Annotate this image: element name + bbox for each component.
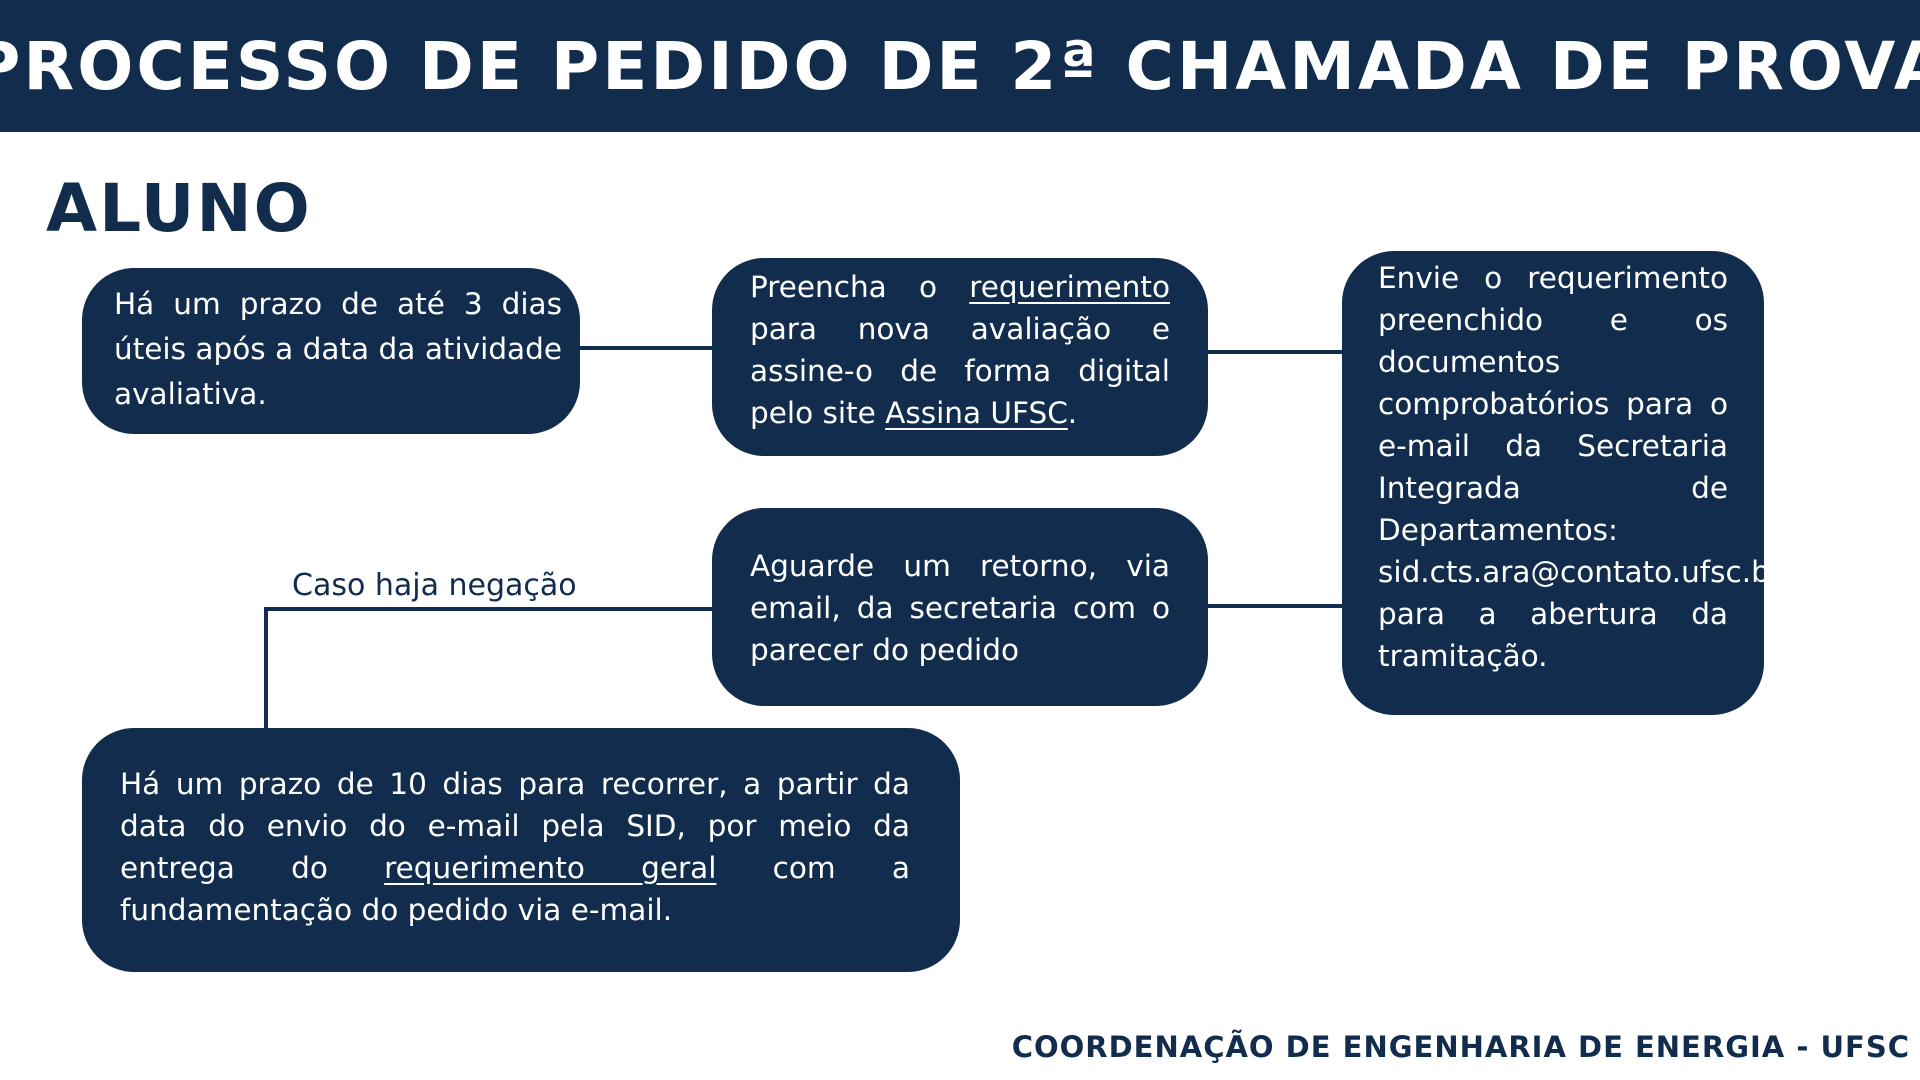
step-send-email-box: Envie o requerimento preenchido e os doc…: [1342, 251, 1791, 715]
requerimento-geral-link[interactable]: requerimento geral: [384, 851, 717, 885]
footer-credit: COORDENAÇÃO DE ENGENHARIA DE ENERGIA - U…: [1011, 1030, 1910, 1064]
connector-wait-reply-to-appeal-vertical: [264, 607, 268, 730]
step-appeal-box: Há um prazo de 10 dias para recorrer, a …: [82, 728, 960, 972]
title-banner: PROCESSO DE PEDIDO DE 2ª CHAMADA DE PROV…: [0, 0, 1920, 132]
step-fill-form-text-middle: para nova avaliação e assine-o de forma …: [750, 312, 1170, 430]
step-fill-form-text-before: Preencha o: [750, 270, 970, 304]
section-title-aluno: ALUNO: [46, 170, 312, 247]
step-deadline-box: Há um prazo de até 3 dias úteis após a d…: [82, 268, 580, 434]
step-deadline-text: Há um prazo de até 3 dias úteis após a d…: [114, 287, 562, 411]
connector-fill-form-to-send-email: [1208, 350, 1342, 354]
step-send-email-text: Envie o requerimento preenchido e os doc…: [1378, 261, 1792, 673]
step-fill-form-text-after: .: [1067, 396, 1078, 430]
assina-ufsc-link[interactable]: Assina UFSC: [885, 396, 1068, 430]
requerimento-link[interactable]: requerimento: [969, 270, 1170, 304]
connector-deadline-to-fill-form: [580, 346, 712, 350]
step-fill-form-box: Preencha o requerimento para nova avalia…: [712, 258, 1208, 456]
connector-wait-reply-to-appeal-horizontal: [264, 607, 712, 611]
step-appeal-text-after: com a fundamentação do pedido via e-mail…: [120, 851, 910, 927]
branch-label-denial: Caso haja negação: [292, 568, 577, 603]
step-wait-reply-text: Aguarde um retorno, via email, da secret…: [750, 549, 1170, 667]
page-title: PROCESSO DE PEDIDO DE 2ª CHAMADA DE PROV…: [0, 27, 1920, 105]
step-wait-reply-box: Aguarde um retorno, via email, da secret…: [712, 508, 1208, 706]
step-appeal-text-before: Há um prazo de 10 dias para recorrer, a …: [120, 767, 910, 885]
connector-send-email-to-wait-reply: [1208, 604, 1342, 608]
